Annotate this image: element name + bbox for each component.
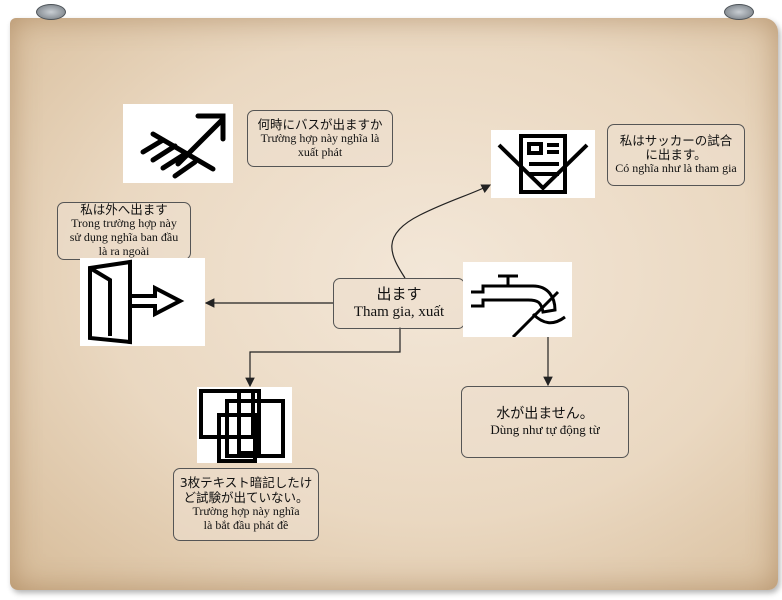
overlapping-squares-icon <box>197 387 292 463</box>
node-jp: 私は外へ出ます <box>80 202 168 218</box>
arrow-to-squares <box>245 327 401 388</box>
node-vn: Trong trường hợp này sử dụng nghĩa ban đ… <box>69 216 179 259</box>
node-departure: 何時にバスが出ますか Trường hợp này nghĩa là xuất … <box>247 110 393 167</box>
arrow-to-document <box>391 184 492 279</box>
node-go-out: 私は外へ出ます Trong trường hợp này sử dụng ngh… <box>57 202 191 260</box>
node-exam: 3枚テキスト暗記したけど試験が出ていない。 Trường hợp này ngh… <box>173 468 319 541</box>
document-icon <box>491 130 595 198</box>
center-node: 出ます Tham gia, xuất <box>333 278 465 329</box>
node-vn: Trường hợp này nghĩa là bắt đầu phát đề <box>192 504 300 532</box>
center-vn: Tham gia, xuất <box>353 303 445 320</box>
node-water: 水が出ません。 Dùng như tự động từ <box>461 386 629 458</box>
node-vn: Có nghĩa như là tham gia <box>615 161 737 176</box>
node-participate: 私はサッカーの試合に出ます。 Có nghĩa như là tham gia <box>607 124 745 186</box>
pin-icon <box>36 4 66 20</box>
exit-door-icon <box>80 258 205 346</box>
pin-icon <box>724 4 754 20</box>
node-jp: 水が出ません。 <box>496 406 594 423</box>
node-jp: 何時にバスが出ますか <box>257 116 383 132</box>
center-jp: 出ます <box>376 285 422 304</box>
faucet-icon <box>463 262 572 339</box>
node-jp: 私はサッカーの試合に出ます。 <box>619 132 733 163</box>
arrow-up-right-icon <box>123 104 233 183</box>
node-vn: Dùng như tự động từ <box>490 421 600 437</box>
node-vn: Trường hợp này nghĩa là xuất phát <box>260 130 380 159</box>
node-jp: 3枚テキスト暗記したけど試験が出ていない。 <box>179 475 313 505</box>
